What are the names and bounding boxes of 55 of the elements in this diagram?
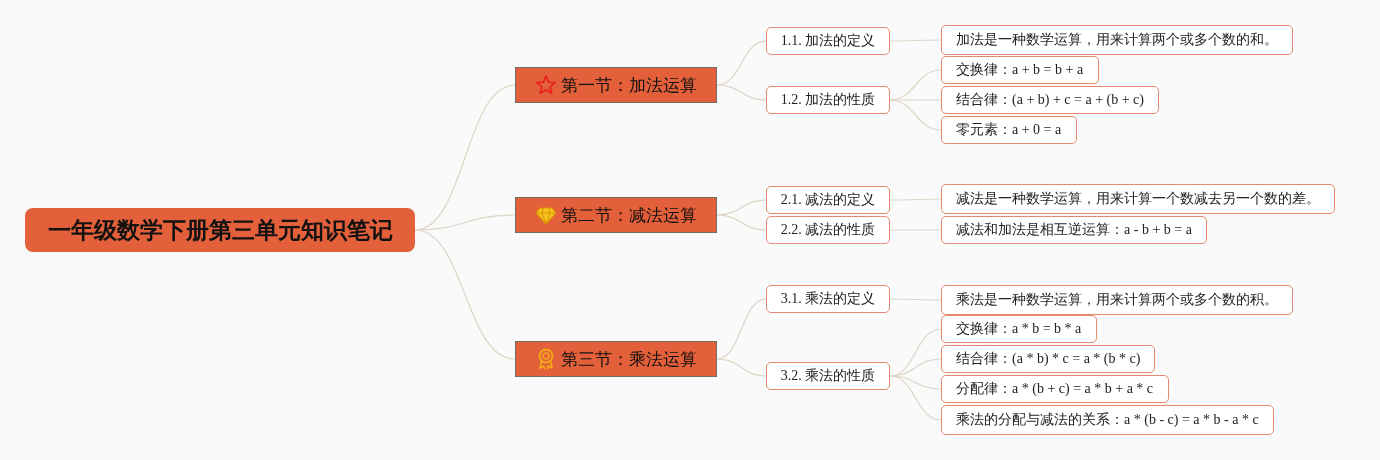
section-box	[515, 197, 717, 233]
section-box	[515, 341, 717, 377]
section-title: 第一节：加法运算	[561, 74, 697, 97]
topic-box	[766, 216, 890, 244]
connector-line	[414, 214, 516, 231]
section-title: 第三节：乘法运算	[561, 348, 697, 371]
topic-label: 1.2. 加法的性质	[780, 91, 876, 109]
connector-line	[716, 199, 767, 216]
connector-line	[889, 99, 942, 131]
title-text: 一年级数学下册第三单元知识笔记	[47, 215, 393, 245]
note-text: 减法是一种数学运算，用来计算一个数减去另一个数的差。	[956, 190, 1320, 208]
section-title: 第二节：减法运算	[561, 204, 697, 227]
connector-line	[889, 375, 942, 421]
note-text: 结合律：(a + b) + c = a + (b + c)	[956, 91, 1144, 109]
connector-line	[889, 298, 942, 301]
note-box	[941, 56, 1099, 84]
note-box	[941, 345, 1155, 373]
note-text: 零元素：a + 0 = a	[956, 121, 1062, 139]
note-box	[941, 285, 1293, 315]
connector-line	[716, 214, 767, 231]
connector-line	[716, 358, 767, 377]
note-box	[941, 375, 1169, 403]
note-box	[941, 315, 1097, 343]
topic-box	[766, 285, 890, 313]
connector-line	[889, 39, 942, 42]
note-box	[941, 25, 1293, 55]
connector-line	[889, 198, 942, 201]
topic-label: 3.1. 乘法的定义	[780, 290, 876, 308]
note-text: 交换律：a + b = b + a	[956, 61, 1084, 79]
topic-box	[766, 362, 890, 390]
note-text: 乘法是一种数学运算，用来计算两个或多个数的积。	[956, 291, 1278, 309]
connector-line	[716, 40, 767, 86]
note-box	[941, 116, 1077, 144]
topic-box	[766, 27, 890, 55]
topic-label: 2.2. 减法的性质	[780, 221, 876, 239]
note-text: 乘法的分配与减法的关系：a * (b - c) = a * b - a * c	[956, 411, 1259, 429]
topic-label: 2.1. 减法的定义	[780, 191, 876, 209]
note-box	[941, 184, 1335, 214]
connector-line	[716, 84, 767, 101]
note-box	[941, 216, 1207, 244]
note-box	[941, 405, 1274, 435]
connector-line	[716, 298, 767, 360]
note-text: 结合律：(a * b) * c = a * (b * c)	[956, 350, 1141, 368]
note-text: 交换律：a * b = b * a	[956, 320, 1082, 338]
connector-line	[414, 229, 516, 360]
note-text: 减法和加法是相互逆运算：a - b + b = a	[956, 221, 1192, 239]
section-box	[515, 67, 717, 103]
topic-box	[766, 86, 890, 114]
topic-box	[766, 186, 890, 214]
note-text: 加法是一种数学运算，用来计算两个或多个数的和。	[956, 31, 1278, 49]
note-box	[941, 86, 1159, 114]
note-text: 分配律：a * (b + c) = a * b + a * c	[956, 380, 1154, 398]
title-box	[25, 208, 415, 252]
topic-label: 1.1. 加法的定义	[780, 32, 876, 50]
topic-label: 3.2. 乘法的性质	[780, 367, 876, 385]
